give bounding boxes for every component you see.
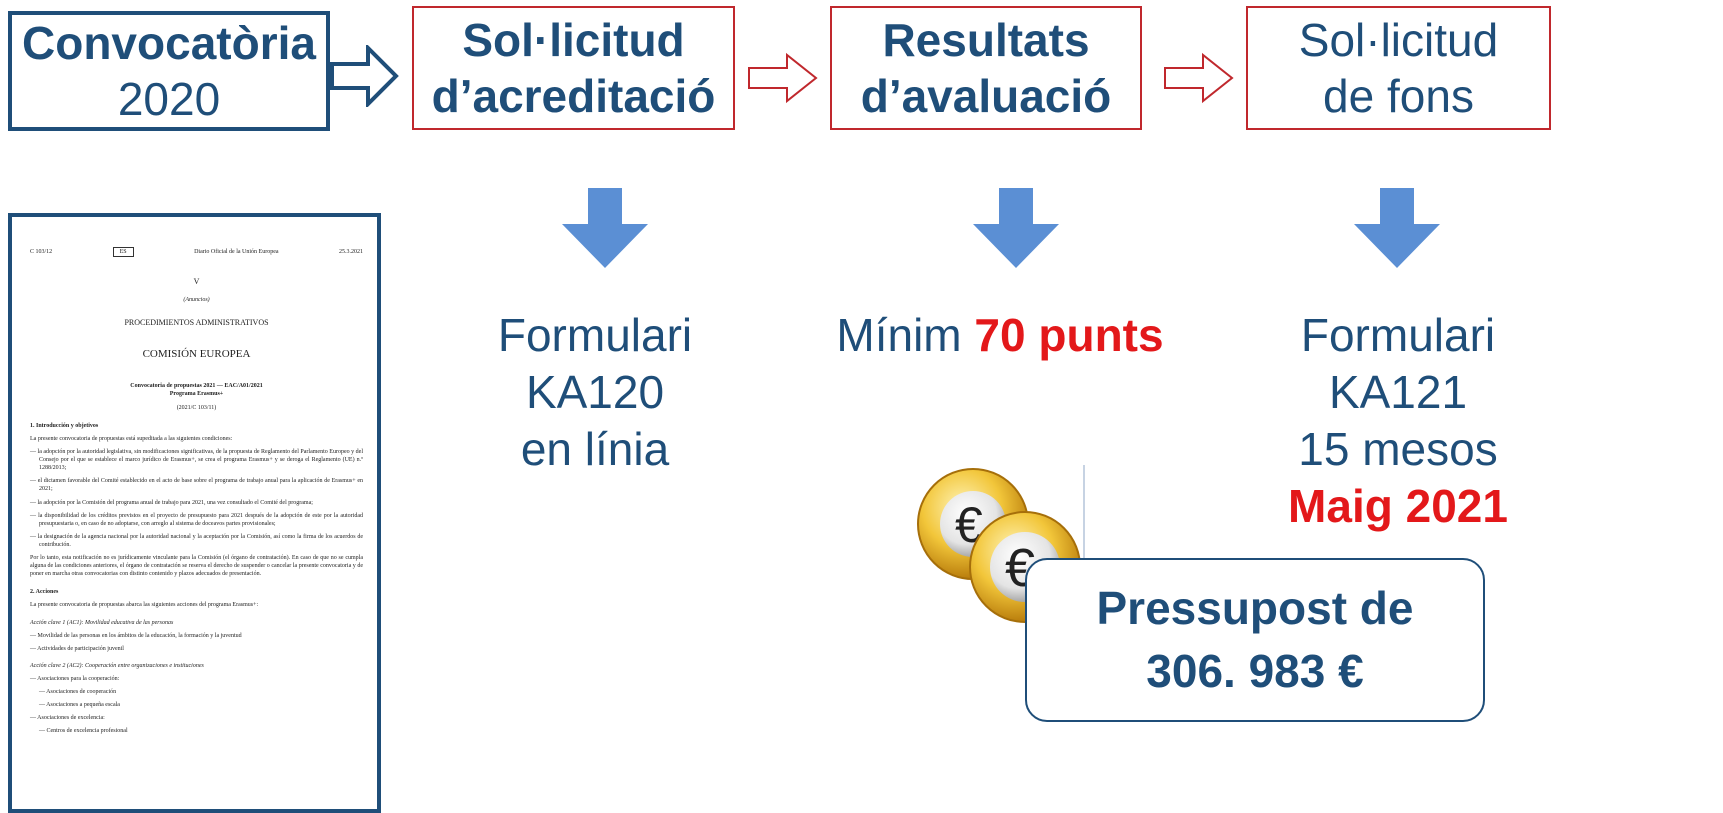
doc-s2-title: 2. Acciones (30, 589, 59, 596)
doc-lang: ES (112, 247, 134, 258)
step-sollicitud-acreditacio-box: Sol·licitud d’acreditació (412, 6, 735, 130)
doc-org: COMISIÓN EUROPEA (142, 347, 251, 360)
step-resultats-avaluacio-box: Resultats d’avaluació (830, 6, 1142, 130)
detail-ka120-line1: Formulari KA120 (497, 309, 693, 419)
hollow-arrow-right-icon (1164, 52, 1234, 104)
doc-ka1-item: — Movilidad de las personas en los ámbit… (30, 632, 242, 639)
detail-ka120-line2: en línia (520, 423, 670, 476)
step-convocatoria-title: Convocatòria (22, 16, 316, 69)
doc-journal: Diario Oficial de la Unión Europea (194, 249, 279, 255)
doc-ka1-item: — Actividades de participación juvenil (30, 645, 124, 652)
step-avaluacio-line1: Resultats (882, 13, 1090, 66)
doc-ka2-a-sub: — Asociaciones de cooperación (39, 688, 117, 695)
doc-s2-intro: La presente convocatoria de propuestas a… (30, 602, 259, 609)
detail-ka121-highlight: Maig 2021 (1288, 480, 1508, 533)
coins-divider (1083, 465, 1085, 560)
doc-ka2-a: — Asociaciones para la cooperación: (30, 675, 120, 682)
detail-minim-punts: Mínim 70 punts (835, 307, 1165, 364)
hollow-arrow-right-icon (330, 45, 399, 107)
doc-ka2-b: — Asociaciones de excelencia: (30, 715, 105, 722)
detail-ka121: Formulari KA121 15 mesos Maig 2021 (1228, 307, 1568, 535)
detail-minim-prefix: Mínim (836, 309, 962, 361)
doc-ka2-a-sub: — Asociaciones a pequeña escala (39, 702, 120, 709)
doc-notices: (Anuncios) (183, 296, 210, 303)
step-acreditacio-line2: d’acreditació (431, 70, 716, 122)
doc-s1-intro: La presente convocatoria de propuestas e… (30, 436, 233, 442)
detail-ka121-line1: Formulari KA121 (1300, 309, 1496, 419)
doc-header: C 103/12 ES Diario Oficial de la Unión E… (30, 247, 363, 258)
budget-callout: Pressupost de 306. 983 € (1025, 558, 1485, 722)
doc-s1-item: — la adopción por la Comisión del progra… (30, 499, 313, 506)
step-fons-line2: de fons (1323, 70, 1474, 122)
doc-s1-item: — la adopción por la autoridad legislati… (30, 449, 363, 472)
step-sollicitud-fons-box: Sol·licitud de fons (1246, 6, 1551, 130)
step-fons-line1: Sol·licitud (1298, 13, 1499, 66)
doc-call-title: Convocatoria de propuestas 2021 — EAC/A0… (130, 382, 263, 389)
detail-ka121-line2: 15 mesos (1298, 423, 1498, 476)
doc-s1-item: — la disponibilidad de los créditos prev… (30, 512, 363, 527)
doc-ref: C 103/12 (30, 249, 53, 255)
step-avaluacio-line2: d’avaluació (860, 70, 1112, 122)
detail-ka120: Formulari KA120 en línia (425, 307, 765, 478)
budget-line1: Pressupost de (1096, 581, 1414, 634)
doc-s1-item: — la designación de la agencia nacional … (30, 533, 363, 548)
doc-programme: Programa Erasmus+ (169, 390, 224, 397)
doc-ka2: Acción clave 2 (AC2): Cooperación entre … (30, 662, 204, 669)
doc-s1-outro: Por lo tanto, esta notificación no es ju… (30, 555, 363, 578)
step-convocatoria-box: Convocatòria 2020 (8, 11, 330, 131)
step-acreditacio-line1: Sol·licitud (462, 13, 685, 66)
doc-s1-item: — el dictamen favorable del Comité estab… (30, 478, 363, 493)
doc-ojref: (2021/C 103/11) (176, 404, 217, 411)
down-arrow-icon (562, 188, 648, 268)
doc-ka2-b-sub: — Centros de excelencia profesional (39, 728, 128, 735)
call-document-thumbnail: C 103/12 ES Diario Oficial de la Unión E… (8, 213, 381, 813)
doc-s1-title: 1. Introducción y objetivos (30, 422, 99, 429)
down-arrow-icon (1354, 188, 1440, 268)
doc-part: V (193, 277, 200, 287)
doc-ka1: Acción clave 1 (AC1): Movilidad educativ… (30, 619, 174, 626)
doc-section: PROCEDIMIENTOS ADMINISTRATIVOS (124, 317, 269, 327)
step-convocatoria-year: 2020 (117, 73, 221, 125)
doc-date: 25.3.2021 (338, 249, 363, 255)
budget-amount: 306. 983 € (1146, 645, 1364, 697)
hollow-arrow-right-icon (748, 52, 818, 104)
detail-minim-highlight: 70 punts (974, 309, 1164, 361)
down-arrow-icon (973, 188, 1059, 268)
